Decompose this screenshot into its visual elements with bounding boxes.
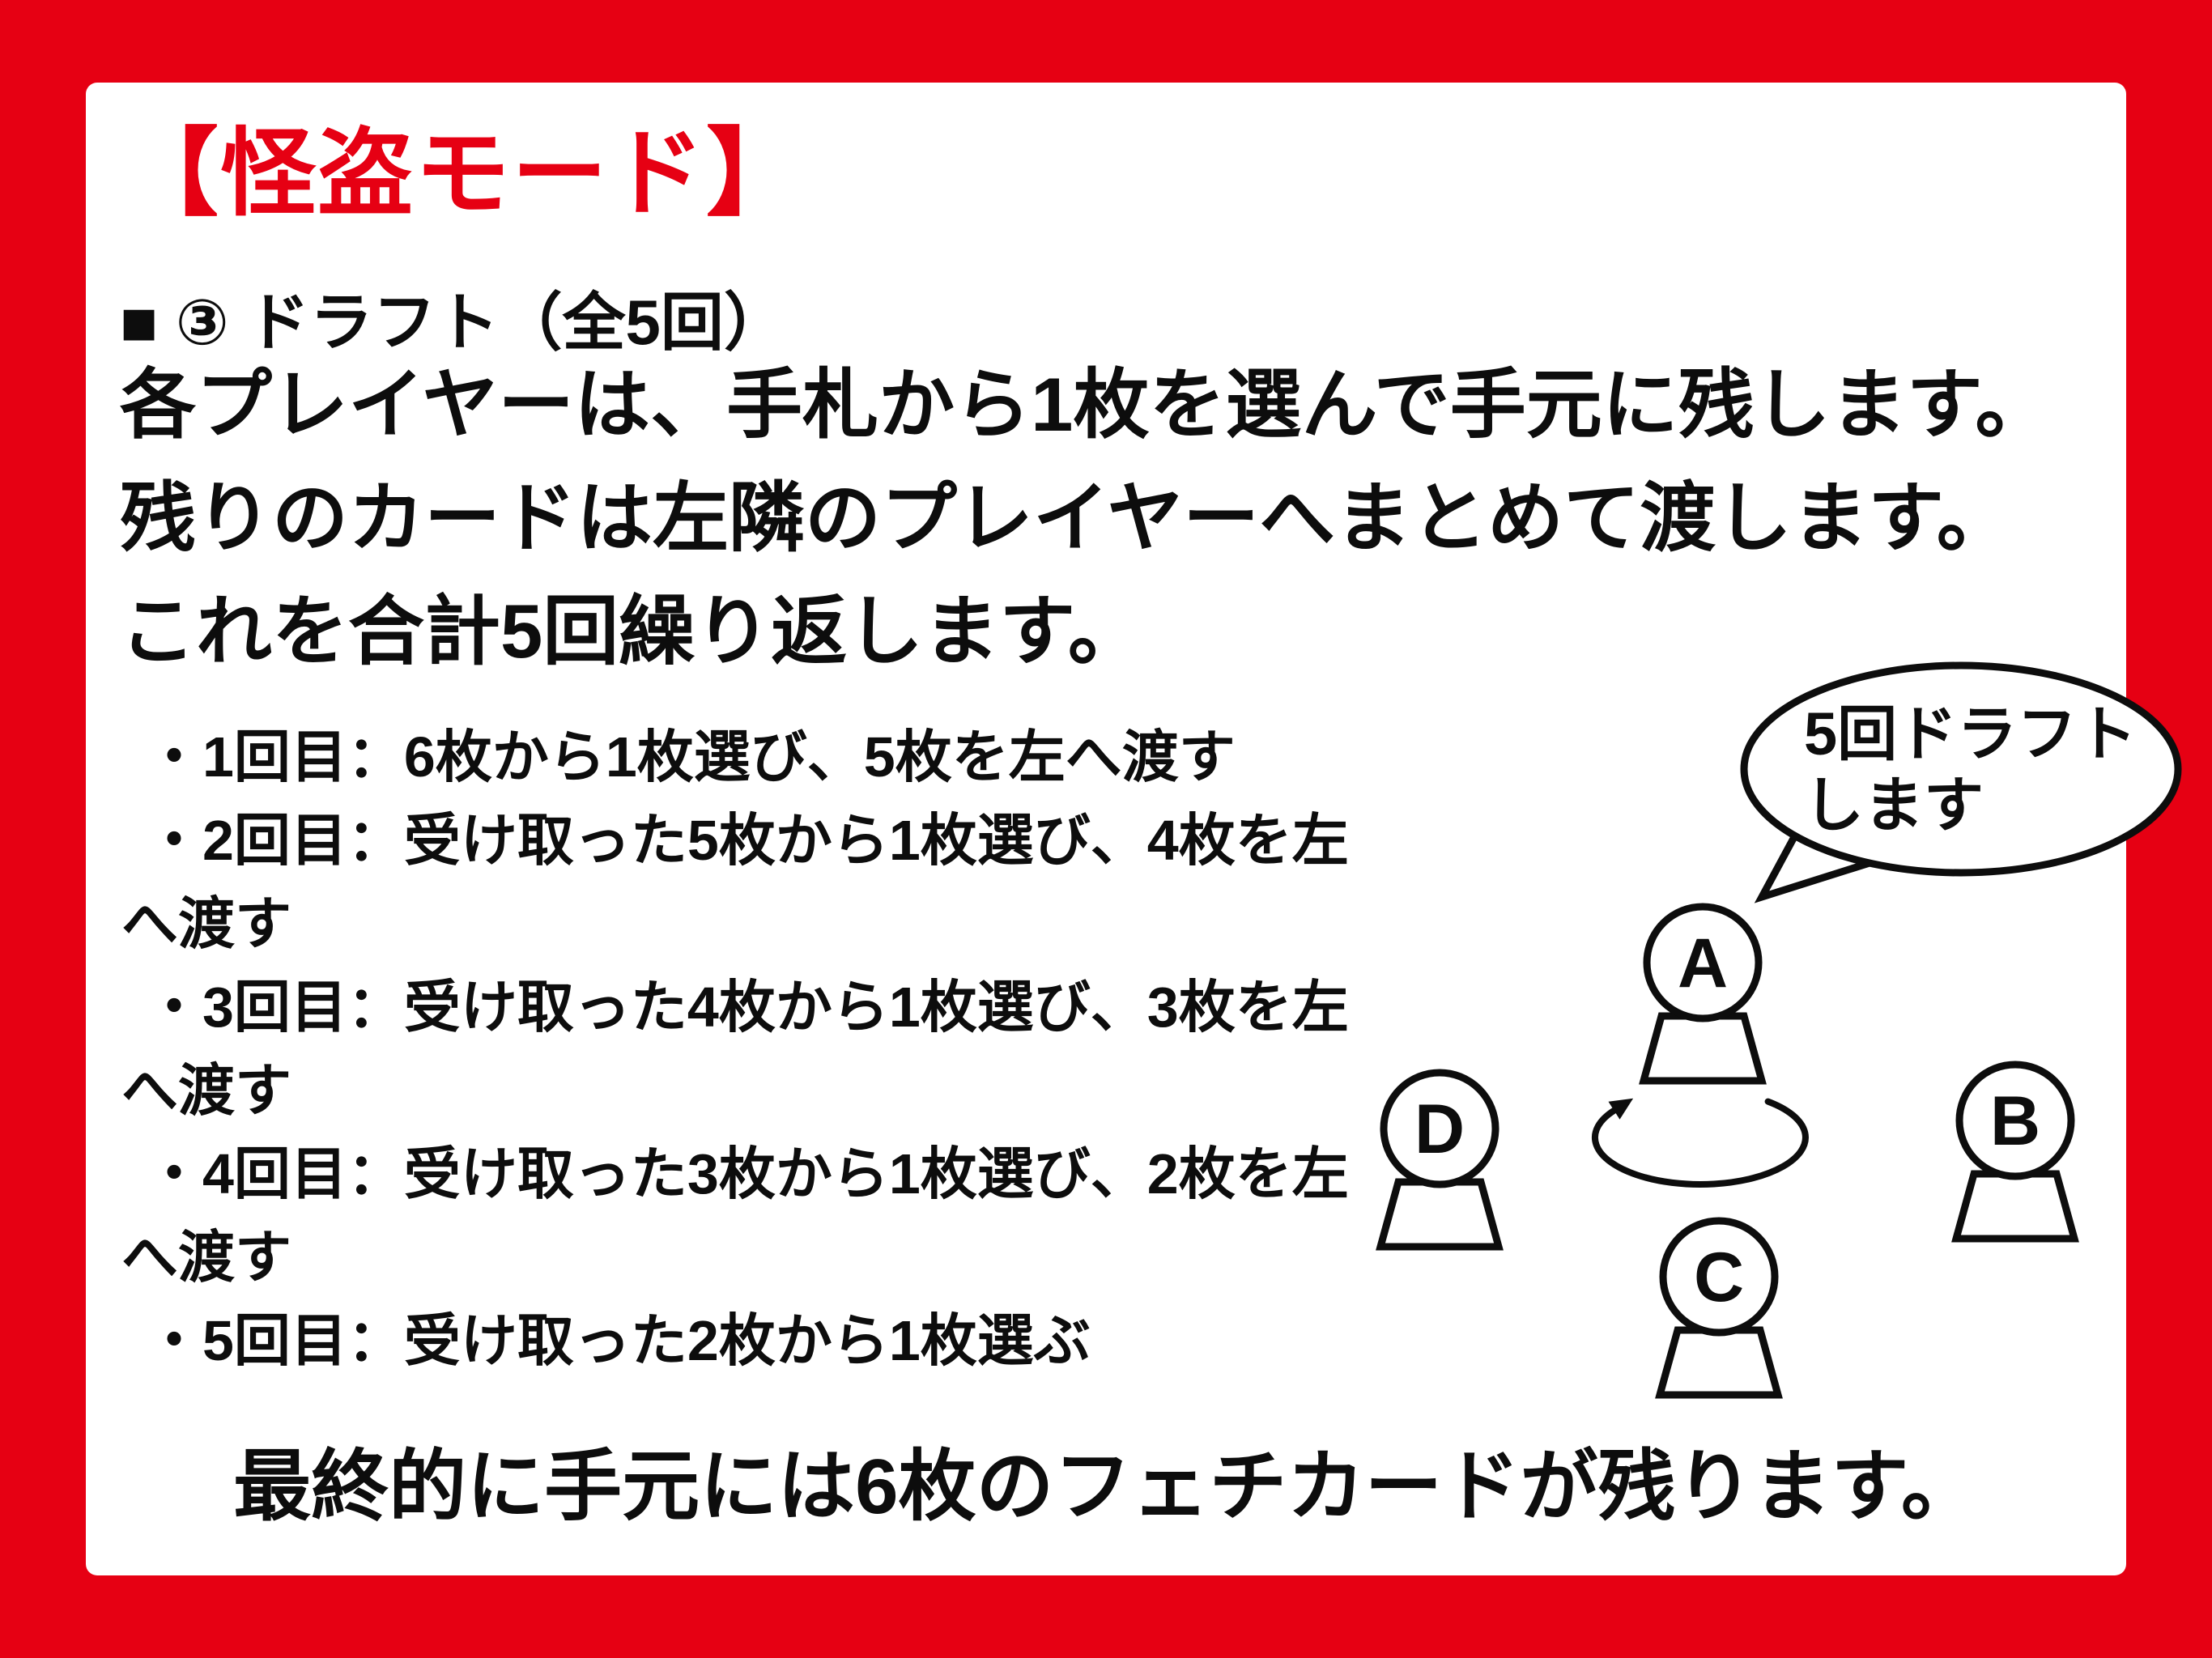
draft-step-5: ・5回目：受け取った2枚から1枚選ぶ [146,1309,1091,1372]
rule-line-3: これを合計5回繰り返します。 [120,589,1144,674]
draft-steps-list: ・1回目：6枚から1枚選び、5枚を左へ渡す ・2回目：受け取った5枚から1枚選び… [121,716,1352,1383]
player-a-label: A [1678,925,1728,1002]
speech-bubble-text-line2: します [1804,772,1984,839]
speech-bubble-text-line1: 5回ドラフト [1804,700,2137,767]
player-icon-c: C [1655,1217,1783,1399]
player-a-head [1643,903,1763,1022]
player-b-body [1951,1170,2079,1243]
rotation-arrow-head [1608,1098,1634,1120]
draft-step-3: ・3回目：受け取った4枚から1枚選び、3枚を左へ渡す [121,976,1349,1122]
player-d-body [1376,1178,1504,1251]
player-a-body [1639,1012,1767,1085]
player-c-body [1655,1326,1783,1399]
player-b-label: B [1990,1082,2040,1160]
rule-line-1: 各プレイヤーは、手札から1枚を選んで手元に残します。 [120,362,2052,447]
draft-step-1: ・1回目：6枚から1枚選び、5枚を左へ渡す [146,725,1236,789]
rule-description: 各プレイヤーは、手札から1枚を選んで手元に残します。 残りのカードは左隣のプレイ… [120,348,2051,688]
speech-bubble-body [1740,661,2182,877]
rotation-arrow-arc [1592,1098,1809,1188]
draft-step-4: ・4回目：受け取った3枚から1枚選び、2枚を左へ渡す [121,1142,1349,1289]
player-d-label: D [1414,1090,1465,1168]
player-icon-d: D [1376,1069,1504,1251]
draft-diagram: 5回ドラフト します A B C D [1376,661,2182,1399]
rule-line-2: 残りのカードは左隣のプレイヤーへまとめて渡します。 [120,475,2013,560]
player-c-label: C [1694,1239,1744,1316]
draft-step-2: ・2回目：受け取った5枚から1枚選び、4枚を左へ渡す [121,809,1349,955]
footer-note: 最終的に手元には6枚のフェチカードが残ります。 [233,1443,1979,1530]
player-d-head [1380,1069,1499,1188]
player-icon-a: A [1639,903,1767,1085]
speech-bubble: 5回ドラフト します [1740,661,2182,903]
page-title: 【怪盗モード】 [123,121,804,227]
section-heading: ■ ③ ドラフト（全5回） [120,287,787,358]
player-icon-b: B [1951,1061,2079,1243]
rotation-arrow-icon [1592,1098,1809,1188]
player-b-head [1955,1061,2075,1180]
player-c-head [1659,1217,1779,1337]
